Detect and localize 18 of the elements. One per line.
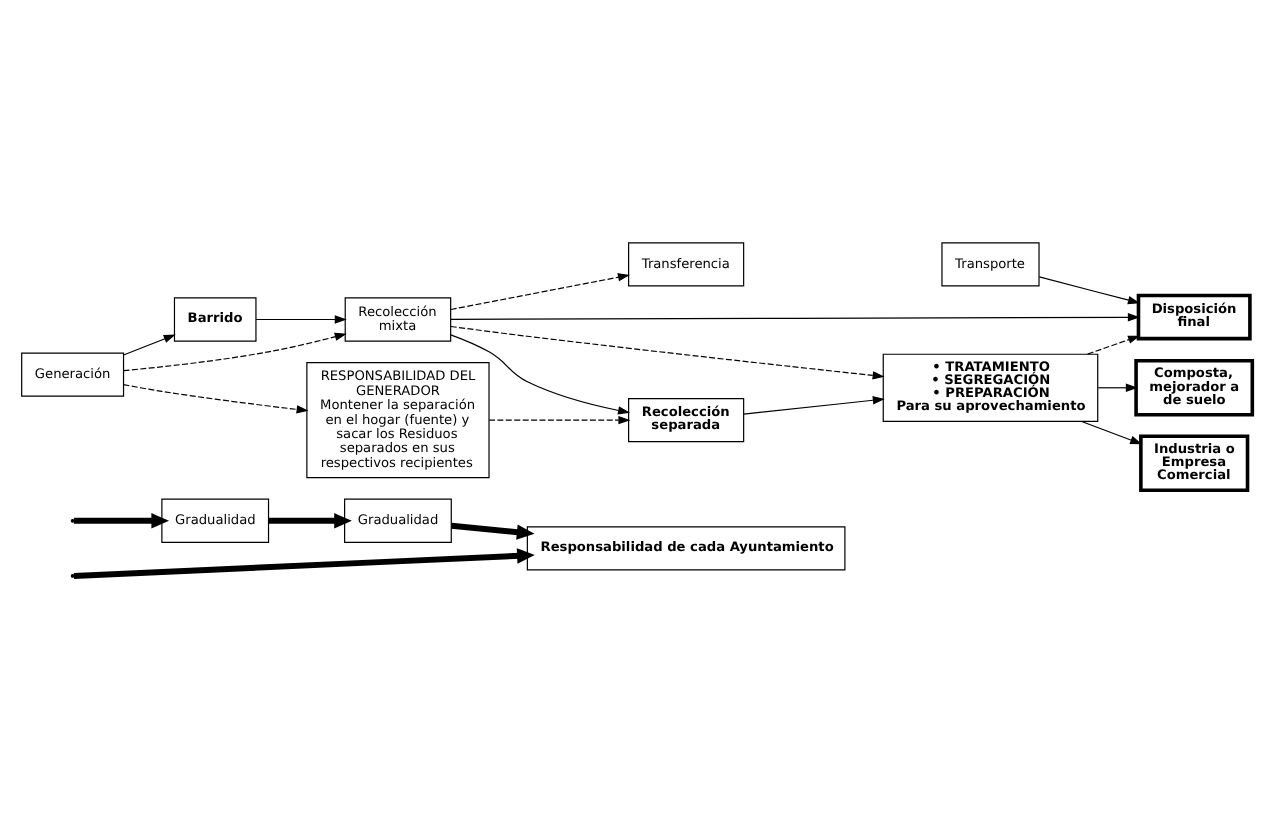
arrow [123,331,347,371]
arrow [450,324,885,379]
arrow [122,383,309,413]
arrow [73,547,535,578]
arrow [1038,275,1140,304]
arrow [123,333,176,355]
arrow [1081,419,1143,444]
arrow [451,521,535,539]
arrow [450,333,631,414]
arrow [268,512,352,528]
arrow [73,512,170,528]
arrow [255,314,347,323]
arrow [743,395,885,414]
arrow [450,312,1140,321]
arrow [488,414,631,424]
arrow [1097,382,1138,391]
arrow [450,272,630,310]
arrow [1087,334,1141,354]
